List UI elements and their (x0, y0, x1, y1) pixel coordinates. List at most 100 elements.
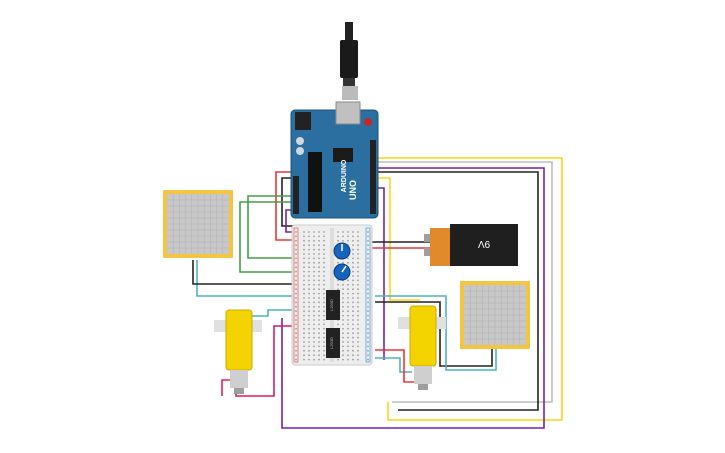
breadboard-hole[interactable] (295, 349, 297, 352)
breadboard-hole[interactable] (367, 235, 369, 238)
breadboard-hole[interactable] (323, 239, 325, 242)
breadboard-hole[interactable] (318, 301, 320, 304)
breadboard-hole[interactable] (352, 283, 354, 286)
breadboard-hole[interactable] (318, 288, 320, 291)
breadboard-hole[interactable] (308, 305, 310, 308)
breadboard-hole[interactable] (367, 358, 369, 361)
breadboard-hole[interactable] (323, 349, 325, 352)
breadboard-hole[interactable] (318, 327, 320, 330)
breadboard-hole[interactable] (367, 257, 369, 260)
breadboard-hole[interactable] (313, 261, 315, 264)
breadboard-hole[interactable] (342, 261, 344, 264)
breadboard-hole[interactable] (342, 301, 344, 304)
breadboard-hole[interactable] (308, 270, 310, 273)
breadboard-hole[interactable] (295, 261, 297, 264)
breadboard-hole[interactable] (308, 279, 310, 282)
breadboard-hole[interactable] (367, 327, 369, 330)
wire-red-motor-right[interactable] (375, 349, 414, 383)
breadboard-hole[interactable] (313, 235, 315, 238)
breadboard-hole[interactable] (352, 235, 354, 238)
breadboard-hole[interactable] (347, 319, 349, 321)
breadboard-hole[interactable] (337, 288, 339, 291)
breadboard-hole[interactable] (357, 310, 359, 313)
breadboard-hole[interactable] (367, 319, 369, 321)
breadboard-hole[interactable] (323, 283, 325, 286)
breadboard-hole[interactable] (318, 253, 320, 255)
breadboard-hole[interactable] (318, 275, 320, 277)
breadboard-hole[interactable] (367, 248, 369, 251)
breadboard-hole[interactable] (295, 239, 297, 242)
breadboard-hole[interactable] (308, 244, 310, 247)
breadboard-hole[interactable] (323, 327, 325, 330)
breadboard-hole[interactable] (342, 327, 344, 330)
breadboard-hole[interactable] (357, 327, 359, 330)
breadboard-hole[interactable] (295, 257, 297, 260)
breadboard-hole[interactable] (352, 319, 354, 321)
breadboard-hole[interactable] (308, 248, 310, 251)
breadboard-hole[interactable] (308, 341, 310, 343)
breadboard-hole[interactable] (295, 341, 297, 343)
breadboard-hole[interactable] (295, 283, 297, 286)
breadboard-hole[interactable] (323, 231, 325, 233)
breadboard-hole[interactable] (347, 332, 349, 335)
breadboard-hole[interactable] (313, 354, 315, 357)
breadboard-hole[interactable] (308, 354, 310, 357)
breadboard-hole[interactable] (295, 244, 297, 247)
breadboard-hole[interactable] (303, 336, 305, 339)
breadboard-hole[interactable] (352, 279, 354, 282)
breadboard-hole[interactable] (347, 349, 349, 352)
breadboard-hole[interactable] (367, 292, 369, 295)
breadboard-hole[interactable] (308, 235, 310, 238)
breadboard-hole[interactable] (342, 283, 344, 286)
breadboard-hole[interactable] (308, 336, 310, 339)
breadboard-hole[interactable] (313, 345, 315, 348)
wire-yellow-right[interactable] (375, 157, 563, 421)
breadboard-hole[interactable] (367, 244, 369, 247)
breadboard-hole[interactable] (313, 327, 315, 330)
breadboard-hole[interactable] (318, 310, 320, 313)
breadboard-hole[interactable] (303, 248, 305, 251)
breadboard-hole[interactable] (347, 354, 349, 357)
breadboard-hole[interactable] (295, 288, 297, 291)
breadboard-hole[interactable] (308, 266, 310, 269)
breadboard-hole[interactable] (352, 305, 354, 308)
breadboard-hole[interactable] (295, 305, 297, 308)
breadboard-hole[interactable] (347, 288, 349, 291)
breadboard-hole[interactable] (347, 231, 349, 233)
breadboard-hole[interactable] (352, 314, 354, 317)
breadboard-hole[interactable] (323, 261, 325, 264)
breadboard-hole[interactable] (357, 297, 359, 299)
breadboard-hole[interactable] (367, 310, 369, 313)
breadboard-hole[interactable] (347, 327, 349, 330)
breadboard-hole[interactable] (318, 239, 320, 242)
breadboard-hole[interactable] (323, 270, 325, 273)
breadboard-hole[interactable] (295, 332, 297, 335)
breadboard-hole[interactable] (303, 270, 305, 273)
breadboard-hole[interactable] (323, 288, 325, 291)
breadboard-hole[interactable] (323, 253, 325, 255)
breadboard-hole[interactable] (337, 239, 339, 242)
breadboard-hole[interactable] (347, 336, 349, 339)
breadboard-hole[interactable] (342, 323, 344, 326)
breadboard-hole[interactable] (357, 314, 359, 317)
breadboard-hole[interactable] (357, 319, 359, 321)
breadboard-hole[interactable] (308, 345, 310, 348)
breadboard-hole[interactable] (313, 319, 315, 321)
breadboard-hole[interactable] (318, 305, 320, 308)
breadboard-hole[interactable] (352, 288, 354, 291)
breadboard-hole[interactable] (323, 354, 325, 357)
breadboard-hole[interactable] (295, 279, 297, 282)
breadboard-hole[interactable] (337, 261, 339, 264)
breadboard-hole[interactable] (342, 332, 344, 335)
breadboard-hole[interactable] (367, 305, 369, 308)
breadboard-hole[interactable] (347, 261, 349, 264)
breadboard-hole[interactable] (323, 310, 325, 313)
breadboard-hole[interactable] (357, 341, 359, 343)
breadboard-hole[interactable] (318, 261, 320, 264)
arduino-board[interactable]: ARDUINO UNO (290, 101, 379, 219)
reset-button[interactable] (364, 118, 372, 126)
breadboard-hole[interactable] (347, 239, 349, 242)
breadboard-hole[interactable] (303, 332, 305, 335)
breadboard-hole[interactable] (295, 323, 297, 326)
breadboard-hole[interactable] (342, 310, 344, 313)
